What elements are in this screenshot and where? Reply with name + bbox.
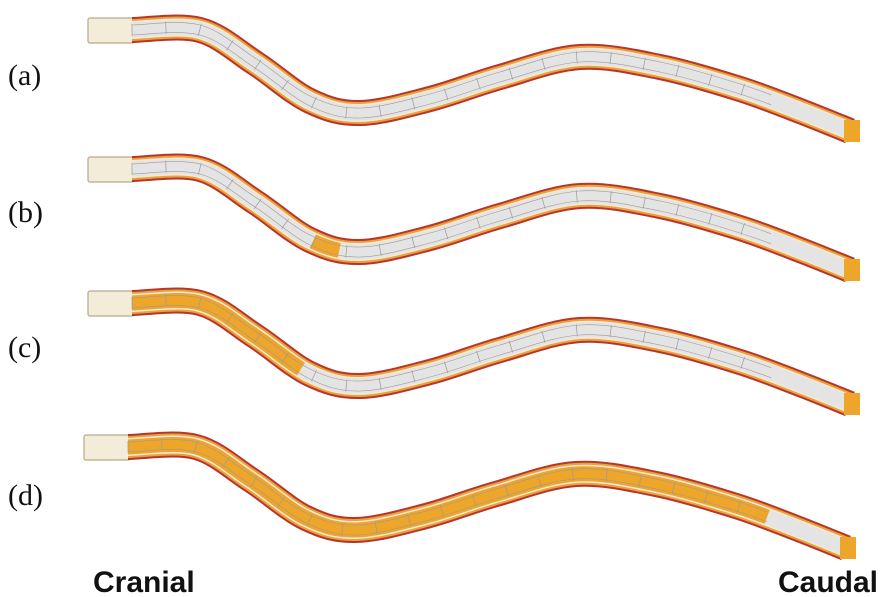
inlet-tube xyxy=(84,435,130,460)
cranial-label: Cranial xyxy=(93,566,195,597)
panel-label: (c) xyxy=(8,331,41,364)
caudal-cap xyxy=(840,537,856,559)
caudal-cap xyxy=(844,120,860,142)
caudal-cap xyxy=(844,259,860,281)
inlet-tube xyxy=(88,18,134,43)
panel-label: (a) xyxy=(8,59,41,92)
caudal-label: Caudal xyxy=(778,566,878,597)
vessel-panel-d: (d) xyxy=(8,435,856,559)
vessel-panel-c: (c) xyxy=(8,291,860,415)
panel-label: (d) xyxy=(8,479,43,512)
vessel-panel-b: (b) xyxy=(8,157,860,281)
inlet-tube xyxy=(88,291,134,316)
panel-label: (b) xyxy=(8,196,43,229)
inlet-tube xyxy=(88,157,134,182)
caudal-cap xyxy=(844,393,860,415)
vessel-panel-a: (a) xyxy=(8,18,860,142)
